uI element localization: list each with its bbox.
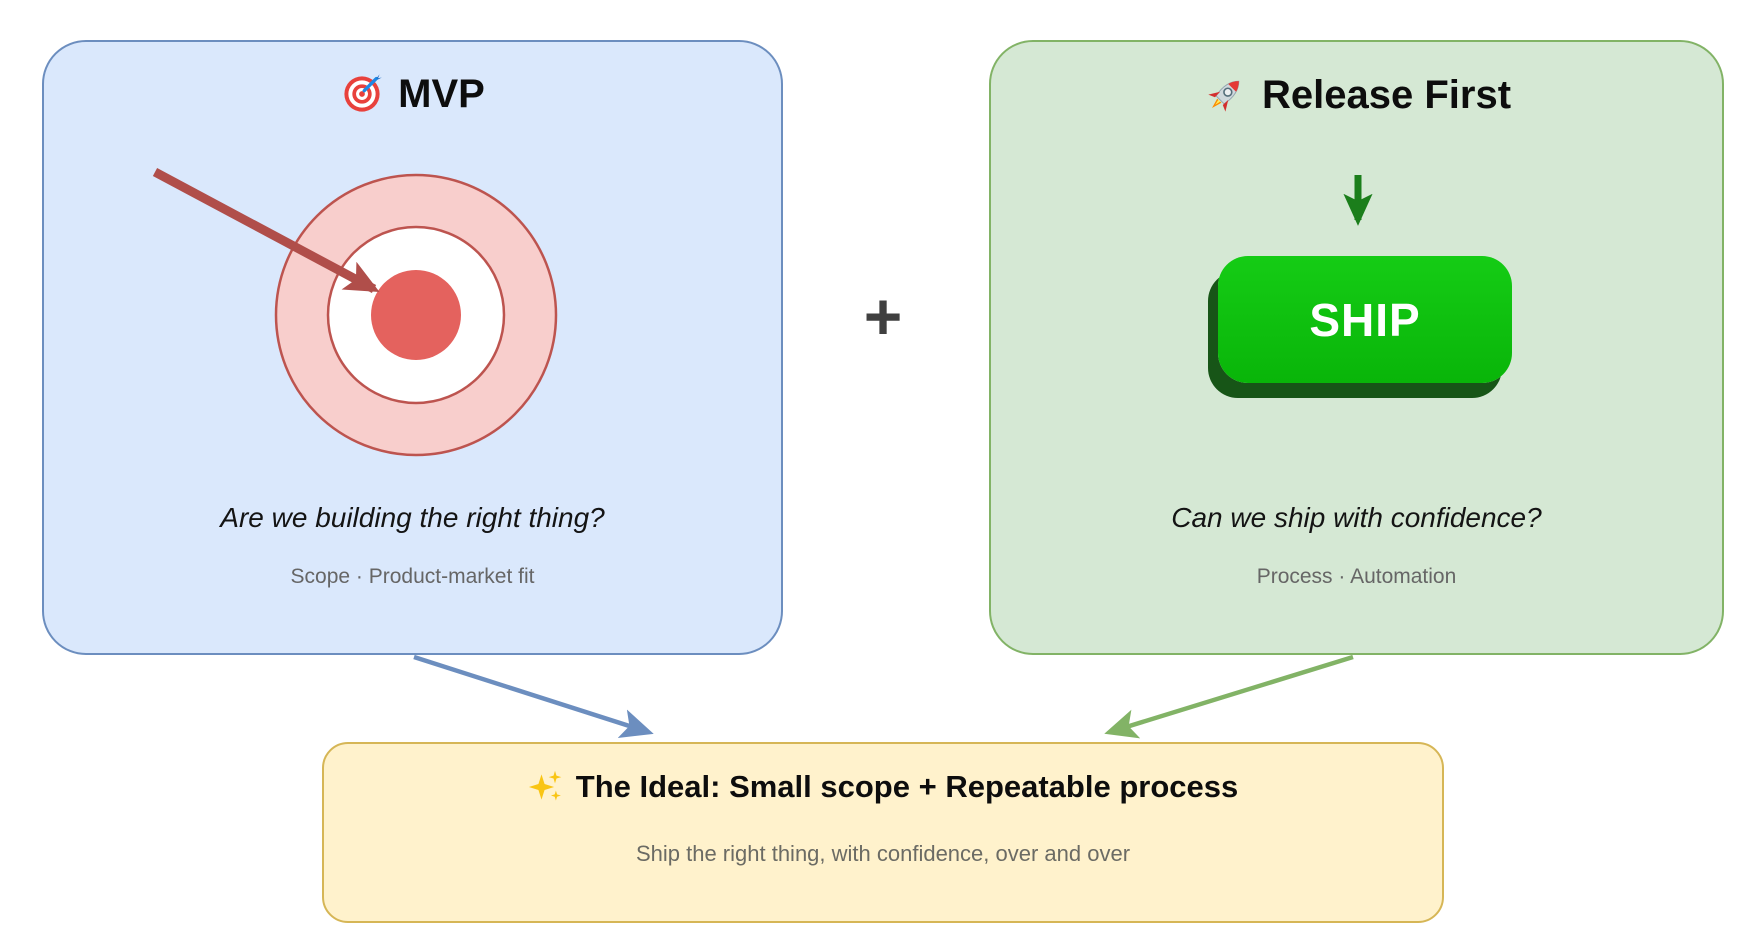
bullseye-graphic bbox=[152, 168, 558, 457]
ideal-caption: Ship the right thing, with confidence, o… bbox=[635, 841, 1131, 866]
ship-button-label: SHIP bbox=[1309, 293, 1421, 346]
mvp-caption: Scope · Product-market fit bbox=[290, 565, 535, 588]
release-question: Can we ship with confidence? bbox=[1171, 502, 1542, 533]
release-first-title: Release First bbox=[991, 72, 1722, 118]
sparkles-emoji-icon bbox=[528, 770, 562, 801]
ideal-title-text: The Ideal: Small scope + Repeatable proc… bbox=[575, 769, 1239, 804]
ideal-title: The Ideal: Small scope + Repeatable proc… bbox=[324, 769, 1442, 805]
down-arrow-graphic bbox=[1343, 175, 1373, 226]
plus-sign: + bbox=[863, 279, 903, 353]
ideal-box: The Ideal: Small scope + Repeatable proc… bbox=[322, 742, 1444, 923]
mvp-title-text: MVP bbox=[398, 72, 485, 116]
ship-button: SHIP bbox=[1218, 256, 1512, 383]
rocket-emoji-icon bbox=[1208, 80, 1240, 112]
mvp-to-ideal-arrow bbox=[413, 654, 654, 739]
mvp-title: MVP bbox=[44, 72, 781, 116]
target-emoji-icon bbox=[344, 74, 382, 112]
release-first-title-text: Release First bbox=[1261, 73, 1512, 117]
release-caption: Process · Automation bbox=[1256, 565, 1457, 588]
release-first-box: Release First SHIP Can we ship with conf… bbox=[989, 40, 1724, 655]
mvp-question: Are we building the right thing? bbox=[220, 502, 605, 533]
release-to-ideal-arrow bbox=[1104, 654, 1354, 739]
mvp-box: MVP Are we building the right thing? Sco… bbox=[42, 40, 783, 655]
